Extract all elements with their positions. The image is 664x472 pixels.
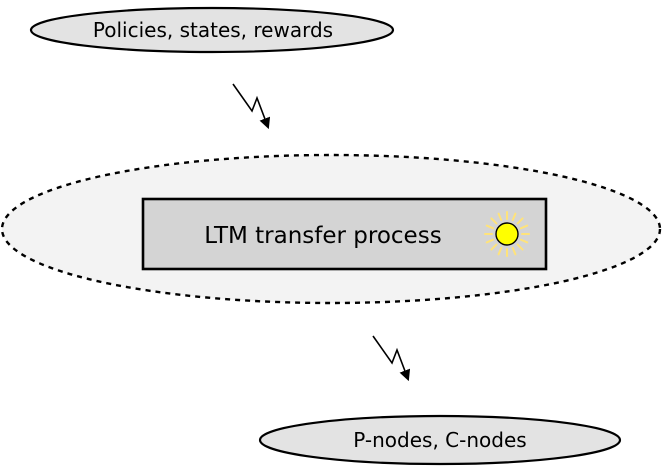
output-node-ellipse bbox=[258, 414, 622, 466]
process-box-label: LTM transfer process bbox=[204, 223, 442, 249]
input-node-ellipse bbox=[29, 6, 395, 54]
lightning-arrow-bottom bbox=[372, 335, 411, 382]
input-node-label: Policies, states, rewards bbox=[92, 18, 334, 42]
lightning-arrow-top bbox=[232, 83, 271, 130]
sun-icon bbox=[484, 211, 530, 257]
process-box bbox=[141, 197, 548, 271]
output-node-label: P-nodes, C-nodes bbox=[353, 428, 527, 452]
